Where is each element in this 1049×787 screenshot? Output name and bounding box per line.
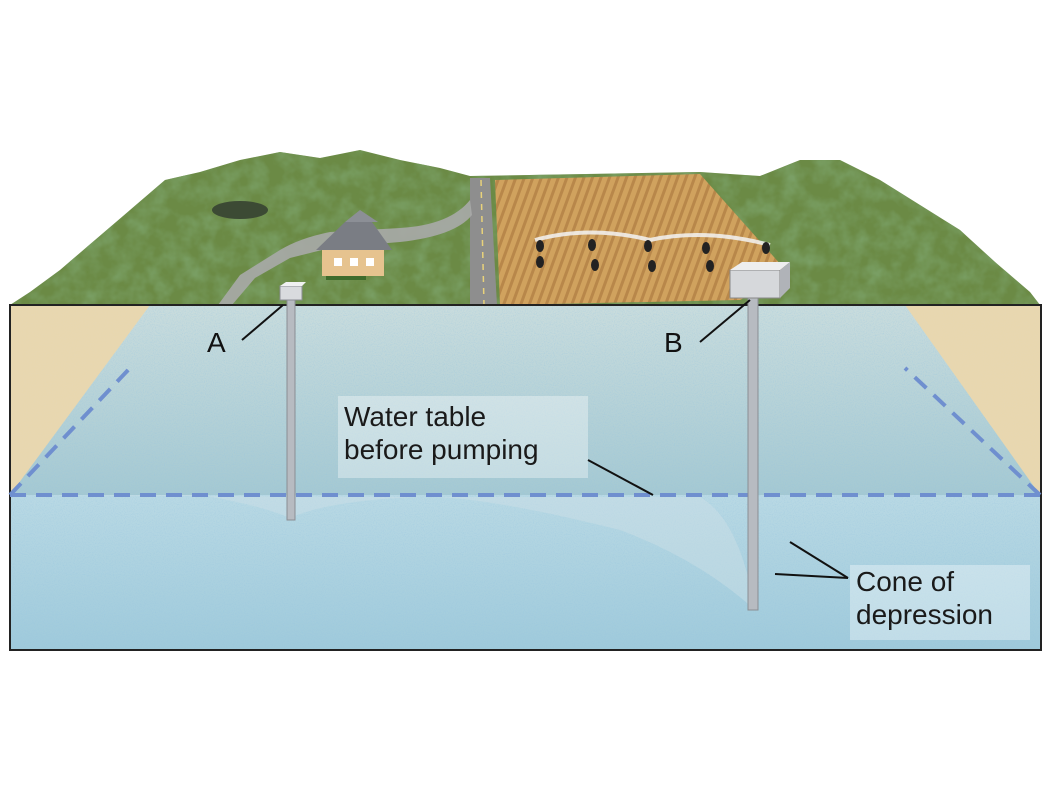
label-b-leader — [699, 299, 751, 343]
well-a-label: A — [207, 327, 226, 358]
cone-of-depression — [10, 495, 755, 610]
well-b-label: B — [664, 327, 683, 358]
label-a-leader — [241, 304, 284, 341]
water-table-label-line1: Water table — [344, 401, 487, 432]
cone-leader-1 — [789, 541, 849, 579]
house-icon — [316, 210, 392, 280]
cone-label: Cone of depression — [856, 565, 993, 631]
pond — [212, 201, 268, 219]
cone-leader-2 — [774, 573, 849, 579]
water-table-label: Water table before pumping — [344, 400, 539, 466]
water-table-label-bg — [338, 396, 588, 478]
pump-house-icon — [729, 262, 790, 299]
cone-label-bg — [850, 565, 1030, 640]
well-b — [699, 262, 790, 611]
cross-section — [8, 304, 1042, 651]
cone-label-line2: depression — [856, 599, 993, 630]
road — [470, 178, 497, 305]
cone-label-line1: Cone of — [856, 566, 955, 597]
land-surface — [10, 150, 1040, 306]
water-table-label-line2: before pumping — [344, 434, 539, 465]
well-a — [241, 282, 306, 521]
well-head-icon — [279, 282, 306, 301]
water-table-leader — [587, 459, 654, 496]
water-table-line — [8, 366, 1042, 497]
irrigation-pivot-icon — [534, 230, 771, 272]
